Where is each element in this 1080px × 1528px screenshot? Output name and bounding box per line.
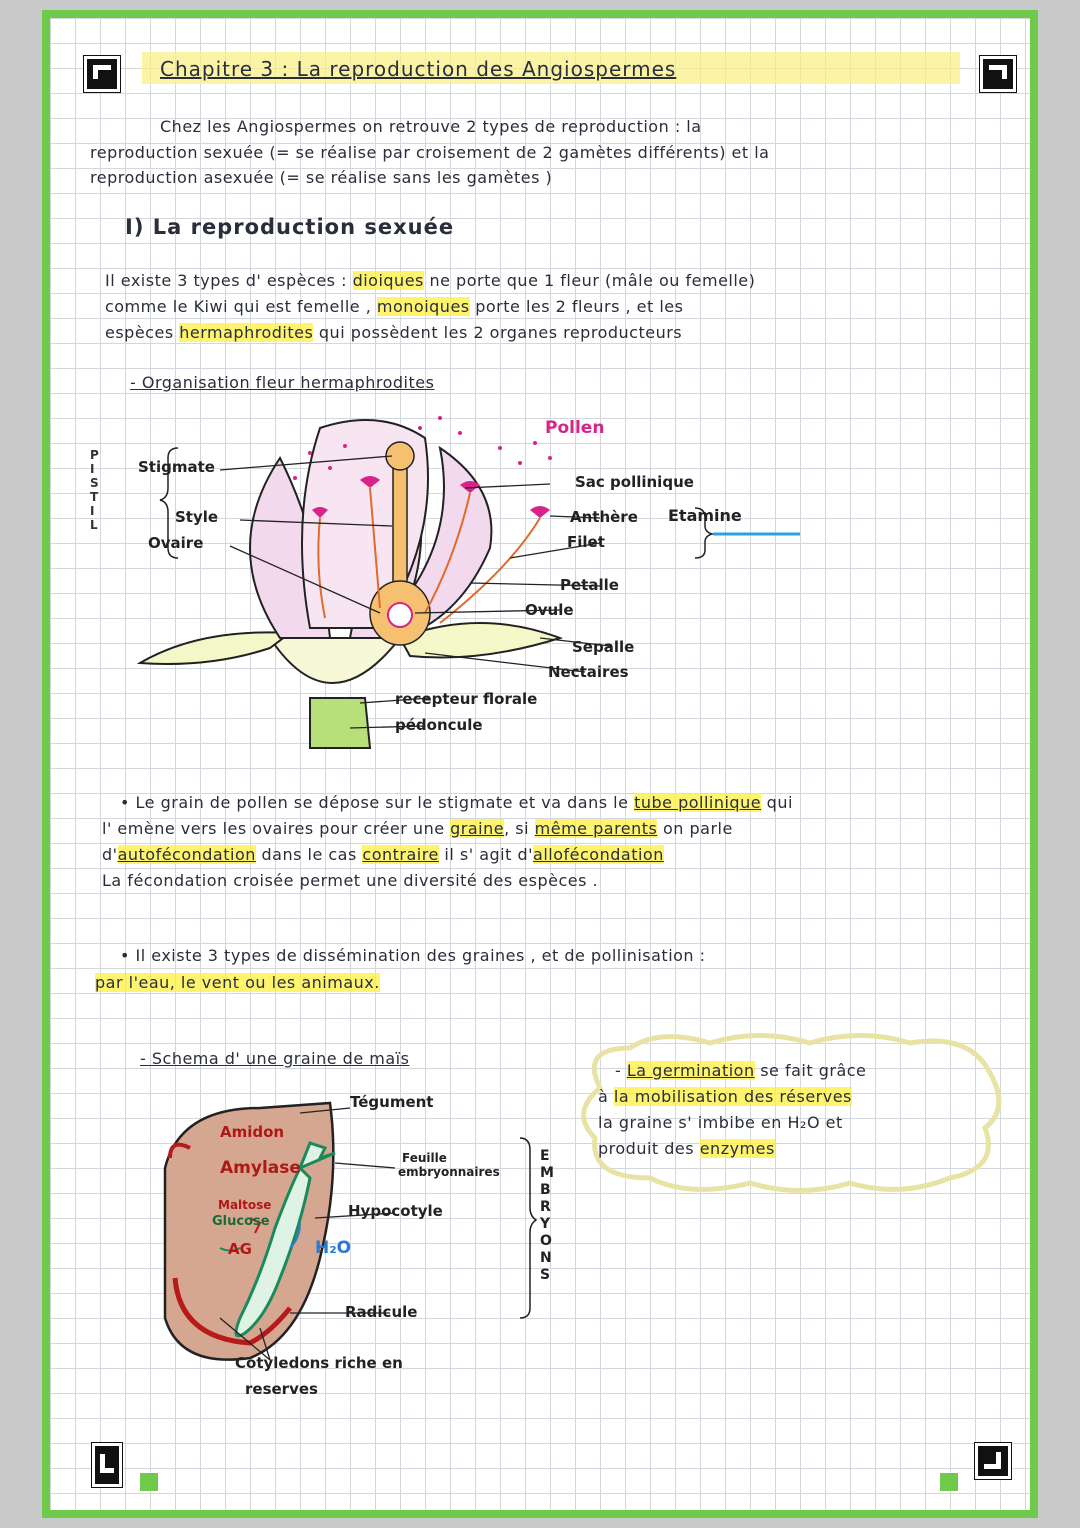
- grid-paper: Chapitre 3 : La reproduction des Angiosp…: [50, 18, 1030, 1510]
- label-maltose: Maltose: [218, 1198, 272, 1212]
- types-line-2: comme le Kiwi qui est femelle , monoique…: [105, 297, 684, 316]
- seed-title: - Schema d' une graine de maïs: [140, 1049, 410, 1068]
- label-sac-pollinique: Sac pollinique: [575, 473, 694, 491]
- flower-subtitle: - Organisation fleur hermaphrodites: [130, 373, 435, 392]
- intro-line-3: reproduction asexuée (= se réalise sans …: [90, 168, 553, 187]
- pollen-line-3: d'autofécondation dans le cas contraire …: [102, 845, 664, 864]
- germination-line-3: la graine s' imbibe en H₂O et: [598, 1113, 843, 1132]
- dissem-line-1: • Il existe 3 types de dissémination des…: [120, 946, 706, 965]
- term-monoiques: monoiques: [376, 297, 470, 316]
- label-pistil: PISTIL: [90, 448, 99, 532]
- page-frame: Chapitre 3 : La reproduction des Angiosp…: [42, 10, 1038, 1518]
- label-amidon: Amidon: [220, 1123, 285, 1141]
- label-stigmate: Stigmate: [138, 458, 215, 476]
- label-tegument: Tégument: [350, 1093, 434, 1111]
- label-feuille: Feuille: [402, 1151, 447, 1165]
- label-etamine: Etamine: [668, 506, 742, 525]
- flower-diagram: [136, 416, 800, 749]
- label-h2o: H₂O: [315, 1238, 352, 1258]
- types-line-3: espèces hermaphrodites qui possèdent les…: [105, 323, 683, 342]
- pollen-line-4: La fécondation croisée permet une divers…: [102, 871, 599, 890]
- label-cotyledons-reserves: reserves: [245, 1380, 318, 1398]
- label-pedoncule: pédoncule: [395, 716, 483, 734]
- germination-line-2: à la mobilisation des réserves: [598, 1087, 852, 1106]
- label-embryonnaires: embryonnaires: [398, 1165, 500, 1179]
- label-anthere: Anthère: [570, 508, 638, 526]
- title-highlight: [142, 52, 960, 84]
- label-cotyledons: Cotyledons riche en: [235, 1354, 403, 1372]
- green-square-right: [940, 1473, 958, 1491]
- label-radicule: Radicule: [345, 1303, 418, 1321]
- label-embryons: EMBRYONS: [540, 1148, 554, 1283]
- green-square-left: [140, 1473, 158, 1491]
- label-glucose: Glucose: [212, 1214, 270, 1229]
- corner-marker-bottom-left: [92, 1443, 122, 1487]
- corner-marker-bottom-right: [975, 1443, 1011, 1479]
- seed-diagram: [163, 1101, 538, 1361]
- pollen-line-2: l' emène vers les ovaires pour créer une…: [102, 819, 733, 838]
- label-recepteur: recepteur florale: [395, 690, 538, 708]
- label-ovaire: Ovaire: [148, 534, 204, 552]
- germination-cloud: [581, 1033, 1002, 1193]
- label-style: Style: [175, 508, 219, 526]
- label-sepale: Sepalle: [572, 638, 635, 656]
- label-ag: AG: [228, 1240, 252, 1258]
- label-filet: Filet: [567, 533, 605, 551]
- term-hermaphrodites: hermaphrodites: [179, 323, 314, 342]
- germination-line-4: produit des enzymes: [598, 1139, 775, 1158]
- label-amylase: Amylase: [220, 1158, 301, 1178]
- label-hypocotyle: Hypocotyle: [348, 1202, 443, 1220]
- label-pollen: Pollen: [545, 418, 605, 438]
- page-title: Chapitre 3 : La reproduction des Angiosp…: [160, 57, 677, 81]
- intro-line-1: Chez les Angiospermes on retrouve 2 type…: [160, 117, 702, 136]
- label-nectaires: Nectaires: [548, 663, 629, 681]
- intro-line-2: reproduction sexuée (= se réalise par cr…: [90, 143, 770, 162]
- label-petale: Petalle: [560, 576, 619, 594]
- germination-line-1: - La germination se fait grâce: [615, 1061, 867, 1080]
- term-dioiques: dioiques: [352, 271, 424, 290]
- section-heading: I) La reproduction sexuée: [125, 215, 455, 239]
- corner-marker-top-left: [84, 56, 120, 92]
- dissem-line-2: par l'eau, le vent ou les animaux.: [95, 973, 380, 992]
- pollen-line-1: • Le grain de pollen se dépose sur le st…: [120, 793, 793, 812]
- label-ovule: Ovule: [525, 601, 574, 619]
- types-line-1: Il existe 3 types d' espèces : dioiques …: [105, 271, 756, 290]
- corner-marker-top-right: [980, 56, 1016, 92]
